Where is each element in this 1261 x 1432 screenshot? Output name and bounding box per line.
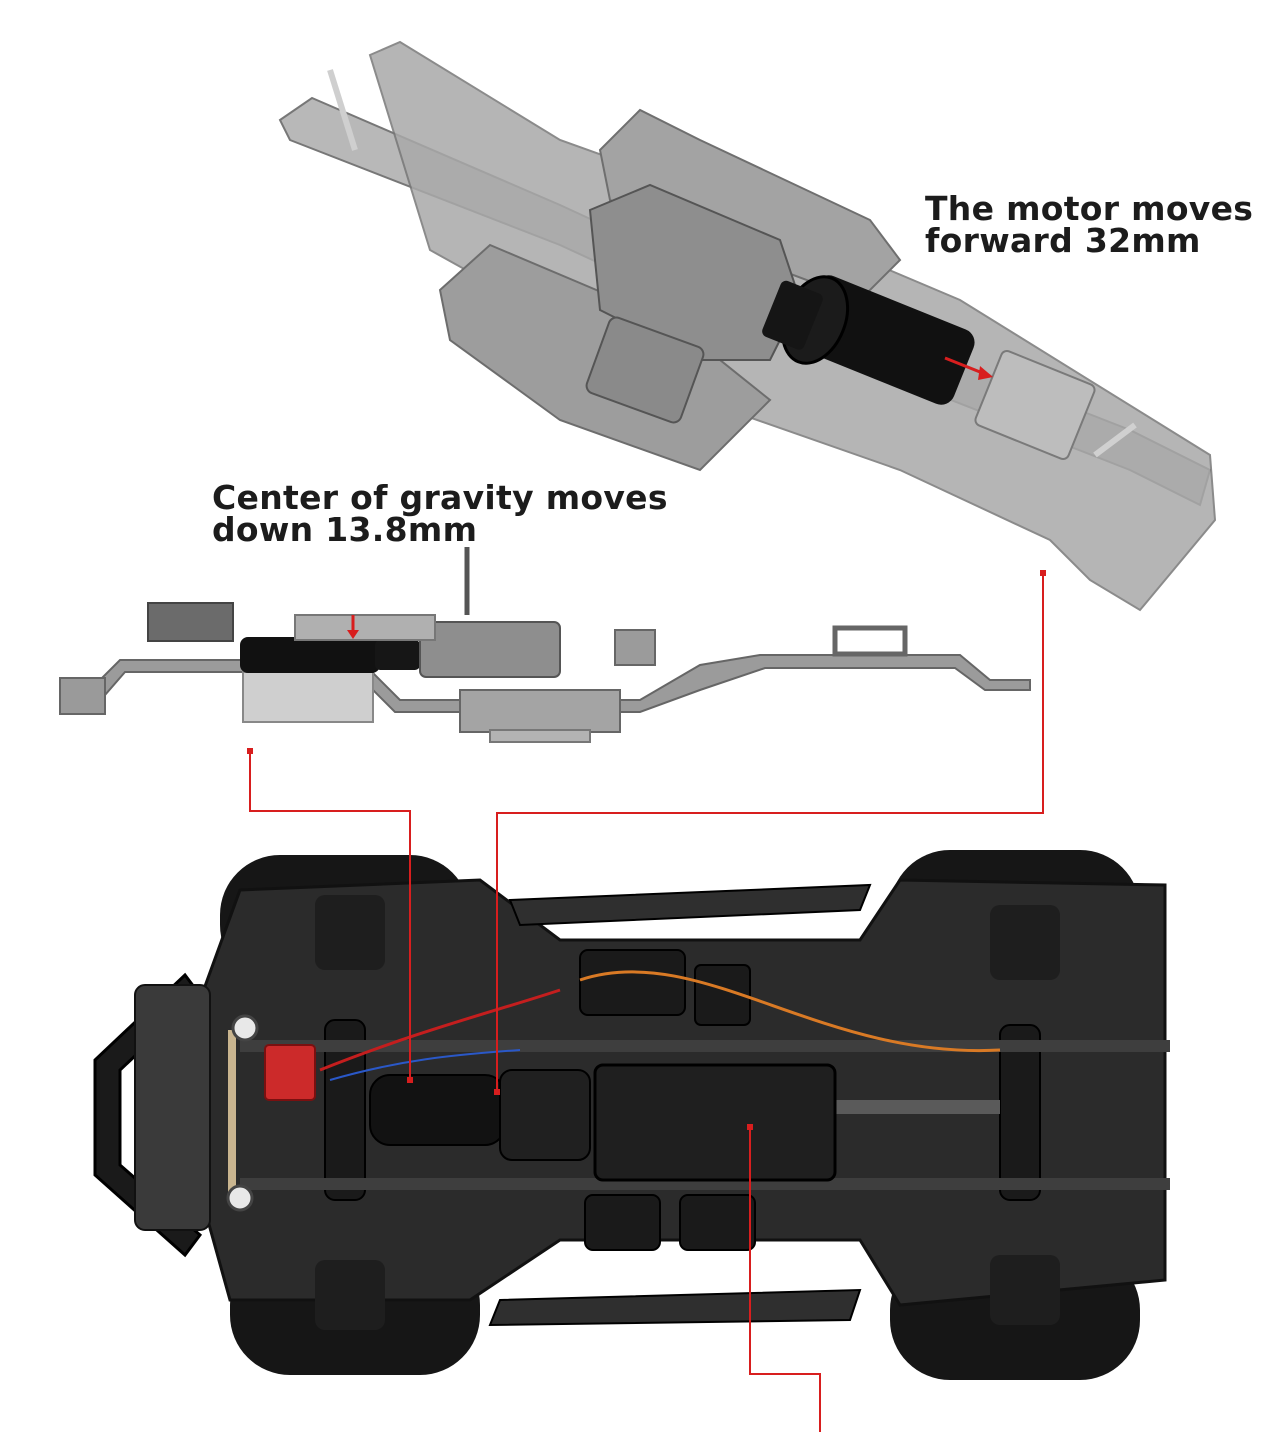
gravity-caption-line1: Center of gravity moves <box>212 478 668 517</box>
callout-battery-line <box>749 1127 821 1432</box>
callout-battery-marker <box>747 1124 753 1130</box>
rear-shock-tower <box>832 625 908 657</box>
well-rear-right <box>990 1255 1060 1325</box>
callout-cog-line <box>249 752 411 1080</box>
callout-cog-marker-end <box>407 1077 413 1083</box>
cog-down-arrowhead <box>347 630 359 639</box>
underside-rail-bottom <box>240 1178 1170 1190</box>
callout-motor-line <box>496 573 1044 1092</box>
well-rear-left <box>990 905 1060 980</box>
side-step-bottom <box>488 1288 862 1327</box>
gravity-caption-line2: down 13.8mm <box>212 510 478 549</box>
underside-gearbox <box>499 1069 591 1161</box>
callout-motor-marker-end <box>494 1089 500 1095</box>
underside-motor <box>369 1074 506 1146</box>
gravity-caption: Center of gravity moves down 13.8mm <box>212 478 668 549</box>
isometric-chassis-view <box>278 40 1217 612</box>
callout-motor-marker-top <box>1040 570 1046 576</box>
underside-chassis-view <box>93 850 1170 1380</box>
wire-orange <box>579 970 1001 1053</box>
side-gearbox <box>419 621 561 678</box>
well-front-right <box>315 1260 385 1330</box>
front-crossbar <box>327 69 358 151</box>
motor-caption-line2: forward 32mm <box>925 221 1201 260</box>
side-profile-chassis-view <box>59 547 1031 743</box>
callout-markers <box>247 570 1046 1130</box>
front-shock-tower <box>147 602 234 642</box>
mid-shock-tower <box>614 629 656 666</box>
motor-component <box>762 275 975 405</box>
underside-battery-box <box>593 1063 837 1182</box>
side-motor-cap <box>375 640 420 670</box>
steering-link <box>228 1030 236 1200</box>
wire-blue <box>329 1049 521 1081</box>
servo-bottom-right <box>679 1194 756 1251</box>
front-body-post-bottom <box>226 1184 254 1212</box>
front-bumper-mount <box>59 677 106 715</box>
side-skid <box>459 689 621 733</box>
callout-lines <box>249 573 1044 1432</box>
side-top-block <box>294 614 436 641</box>
well-front-left <box>315 895 385 970</box>
motor-caption-line1: The motor moves <box>925 189 1254 228</box>
side-step-top <box>508 883 872 927</box>
servo-bottom-left <box>584 1194 661 1251</box>
front-body-post-top <box>231 1014 259 1042</box>
wire-red <box>319 988 561 1072</box>
side-battery <box>242 671 374 723</box>
motor-forward-arrow <box>944 356 986 376</box>
motor-caption: The motor moves forward 32mm <box>925 189 1254 260</box>
bumper-plate <box>134 984 211 1231</box>
receiver <box>694 964 751 1026</box>
side-motor <box>240 637 380 673</box>
side-skid-bottom <box>489 729 591 743</box>
callout-cog-marker-top <box>247 748 253 754</box>
servo-top <box>579 949 686 1016</box>
esc-block <box>974 349 1096 461</box>
driveshaft-rear <box>830 1100 1000 1114</box>
servo-box <box>585 316 705 424</box>
esc-heatsink <box>264 1044 316 1101</box>
rear-crossbar <box>1093 422 1137 458</box>
motor-forward-arrowhead <box>978 366 993 380</box>
